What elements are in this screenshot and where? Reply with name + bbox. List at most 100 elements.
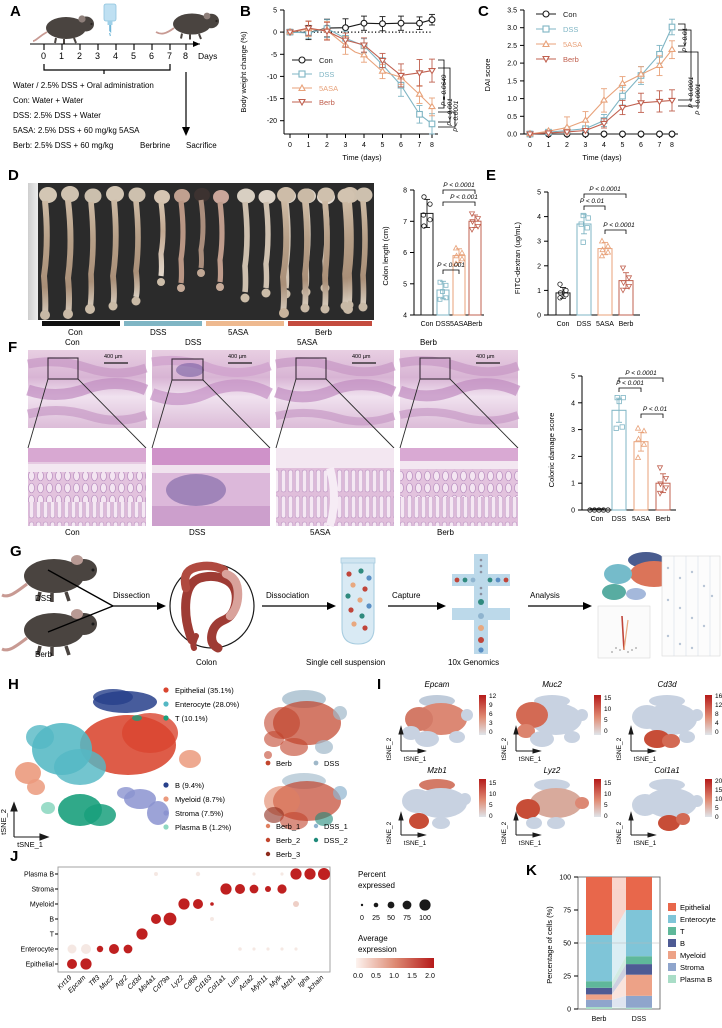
panel-j-size-tick-3: 75 xyxy=(403,915,411,922)
panel-j-color-tick-0: 0.0 xyxy=(353,973,363,980)
panel-g-stage-suspension: Single cell suspension xyxy=(306,658,386,667)
panel-j-size-tick-2: 50 xyxy=(387,915,395,922)
stack-dss xyxy=(626,877,652,1009)
panel-b-xtick-4: 4 xyxy=(362,142,366,149)
panel-c-legend-con: Con xyxy=(563,10,577,19)
panel-b: B 5 0 -5 -10 -15 -20 0 1 2 3 4 xyxy=(232,0,472,168)
panel-j-color-tick-4: 2.0 xyxy=(425,973,435,980)
panel-c-label: C xyxy=(478,3,489,20)
panel-i-xlabel-1: tSNE_1 xyxy=(519,756,542,763)
panel-k-label: K xyxy=(526,862,537,879)
panel-j-size-tick-1: 25 xyxy=(372,915,380,922)
panel-f-xtick-1: DSS xyxy=(612,516,627,523)
panel-a: A xyxy=(0,0,232,168)
panel-e-ytick-2: 2 xyxy=(537,263,541,270)
panel-k-legend-2: T xyxy=(680,927,685,936)
panel-h-legend-myeloid: Myeloid (8.7%) xyxy=(175,795,226,804)
panel-h-legend-plasmab: Plasma B (1.2%) xyxy=(175,823,232,832)
panel-e-pvalue-1: P < 0.01 xyxy=(580,198,605,205)
mouse-icon xyxy=(1,609,97,656)
panel-d-ytick-1: 5 xyxy=(403,281,407,288)
panel-i-gene-0: Epcam xyxy=(425,680,450,689)
panel-e-xtick-0: Con xyxy=(557,321,570,328)
panel-a-days-label: Days xyxy=(198,51,218,61)
panel-i-scale-3-3: 0 xyxy=(489,813,493,820)
panel-a-tick-0: 0 xyxy=(41,51,47,61)
panel-j-row-0: Plasma B xyxy=(24,872,54,879)
panel-i-scale-1-3: 0 xyxy=(604,728,608,735)
panel-i-scale-1-2: 5 xyxy=(604,717,608,724)
panel-i-ylabel-4: tSNE_2 xyxy=(501,821,508,844)
panel-c-legend-dss: DSS xyxy=(563,25,578,34)
panel-d-ylabel: Colon length (cm) xyxy=(381,226,390,286)
panel-j-size-tick-0: 0 xyxy=(360,915,364,922)
panel-i-scale-3-1: 10 xyxy=(489,791,497,798)
panel-i-scale-2-0: 16 xyxy=(715,693,722,700)
panel-d-xtick-2: 5ASA xyxy=(450,321,468,328)
panel-a-tick-3: 3 xyxy=(95,51,101,61)
panel-h-sample-legend: Berb DSS xyxy=(265,759,339,768)
histology-top-dss xyxy=(149,350,273,428)
panel-k: K 0 25 50 75 100 Percentage of cells (%) xyxy=(520,847,722,1028)
panel-i-scale-4-2: 5 xyxy=(604,802,608,809)
panel-k-legend: Epithelial Enterocyte T B Myeloid Stroma… xyxy=(668,903,716,984)
panel-i-ylabel-0: tSNE_2 xyxy=(386,737,393,760)
panel-i-gene-1: Muc2 xyxy=(542,680,562,689)
panel-b-graphic: 5 0 -5 -10 -15 -20 0 1 2 3 4 5 6 7 8 Tim… xyxy=(239,8,460,163)
panel-j-size-legend-title-0: Percent xyxy=(358,870,386,879)
panel-i-scale-4-3: 0 xyxy=(604,813,608,820)
panel-d-ylabel-top: 8 xyxy=(403,188,407,195)
panel-k-ytick-3: 75 xyxy=(563,908,571,915)
panel-c-ytick-4: 2.0 xyxy=(507,61,517,68)
panel-i-scale-5-3: 5 xyxy=(715,805,719,812)
histology-bottom-5asa xyxy=(276,448,394,528)
panel-a-label: A xyxy=(10,3,21,20)
panel-k-legend-1: Enterocyte xyxy=(680,915,716,924)
panel-e-pvalue-2: P < 0.0001 xyxy=(603,222,635,229)
panel-g-arrow-analysis: Analysis xyxy=(530,591,560,600)
panel-f-chart: 0 1 2 3 4 5 Colonic damage score xyxy=(547,370,676,523)
panel-k-legend-6: Plasma B xyxy=(680,975,712,984)
panel-f-bottom-label-0: Con xyxy=(65,528,80,537)
histology-bottom-berb xyxy=(400,448,518,526)
timeline-ticks xyxy=(43,44,187,50)
panel-f-histology xyxy=(26,350,521,528)
panel-i-scale-2-3: 4 xyxy=(715,720,719,727)
panel-i-scale-1-1: 10 xyxy=(604,706,612,713)
tsne-replicate-overlay xyxy=(264,773,347,830)
panel-h-legend-epithelial: Epithelial (35.1%) xyxy=(175,686,234,695)
panel-c-xtick-1: 1 xyxy=(547,142,551,149)
panel-k-ytick-4: 100 xyxy=(559,875,571,882)
panel-b-legend-berb: Berb xyxy=(319,98,335,107)
panel-i-xlabel-2: tSNE_1 xyxy=(634,756,657,763)
panel-c-ytick-5: 2.5 xyxy=(507,43,517,50)
panel-b-ytick-0: 5 xyxy=(273,8,277,15)
tube-icon xyxy=(340,557,376,645)
panel-k-legend-3: B xyxy=(680,939,685,948)
panel-c-pbrackets xyxy=(678,23,699,107)
panel-d-pvalue-2: P < 0.001 xyxy=(437,262,465,269)
panel-k-legend-4: Myeloid xyxy=(680,951,706,960)
panel-h-rep-berb2: Berb_2 xyxy=(276,836,300,845)
panel-h-rep-berb3: Berb_3 xyxy=(276,850,300,859)
panel-a-tick-4: 4 xyxy=(113,51,119,61)
colon-illustration xyxy=(169,561,255,653)
panel-e-chart: 0 1 2 3 4 5 FITC-dextran (ug/mL) xyxy=(513,186,640,328)
panel-e-ytick-5: 5 xyxy=(537,190,541,197)
panel-f-pvalue-2: P < 0.01 xyxy=(643,406,668,413)
panel-b-xtick-7: 7 xyxy=(418,142,422,149)
panel-j-color-tick-1: 0.5 xyxy=(371,973,381,980)
panel-i-xlabel-0: tSNE_1 xyxy=(404,756,427,763)
panel-d-group-berb: Berb xyxy=(315,328,332,337)
panel-h-sample-dss: DSS xyxy=(324,759,339,768)
stack-berb xyxy=(586,877,612,1009)
panel-a-tick-6: 6 xyxy=(149,51,155,61)
panel-f-ytick-3: 3 xyxy=(571,427,575,434)
panel-b-label: B xyxy=(240,3,251,20)
panel-h-legend-top: Epithelial (35.1%) Enterocyte (28.0%) T … xyxy=(163,686,240,723)
panel-i-scale-5-4: 0 xyxy=(715,814,719,821)
panel-i-scale-4-1: 10 xyxy=(604,791,612,798)
panel-d-group-5asa: 5ASA xyxy=(228,328,249,337)
panel-j-size-legend-title-1: expressed xyxy=(358,881,395,890)
panel-f-top-label-2: 5ASA xyxy=(297,338,318,347)
